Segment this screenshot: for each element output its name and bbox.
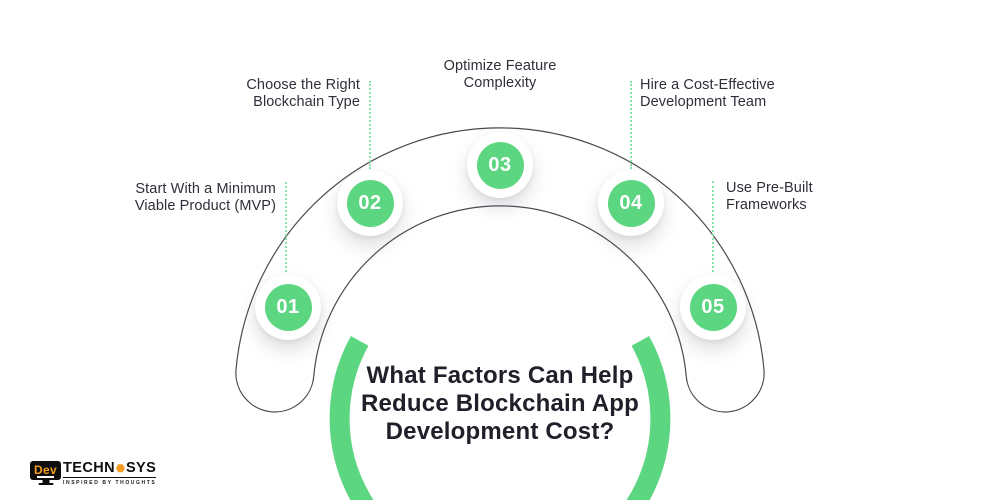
factor-label-01: Start With a Minimum Viable Product (MVP… bbox=[134, 181, 276, 214]
logo-wordmark: TECHN SYS INSPIRED BY THOUGHTS bbox=[63, 460, 157, 486]
question-ring-arc bbox=[329, 336, 671, 500]
logo-sys-text: SYS bbox=[125, 460, 157, 476]
gear-icon bbox=[115, 464, 125, 473]
logo-dev-underline bbox=[37, 476, 54, 478]
step-number-04: 04 bbox=[607, 179, 655, 227]
connector-line-04 bbox=[630, 81, 632, 169]
step-number-05: 05 bbox=[689, 283, 737, 331]
step-number-02: 02 bbox=[346, 179, 394, 227]
step-badge-03: 03 bbox=[467, 132, 533, 198]
monitor-stand bbox=[42, 480, 49, 483]
logo: Dev TECHN SYS INSPIRED BY THOUGHTS bbox=[30, 460, 157, 486]
step-number-01: 01 bbox=[264, 283, 312, 331]
step-badge-02: 02 bbox=[337, 170, 403, 236]
page-title: What Factors Can Help Reduce Blockchain … bbox=[360, 362, 640, 445]
factor-label-05: Use Pre-Built Frameworks bbox=[726, 180, 813, 213]
factor-label-04: Hire a Cost-Effective Development Team bbox=[640, 77, 775, 110]
logo-dev-text: Dev bbox=[34, 462, 57, 477]
connector-line-01 bbox=[285, 182, 287, 272]
logo-wordline: TECHN SYS bbox=[63, 460, 157, 478]
connector-line-05 bbox=[712, 181, 714, 272]
logo-tagline: INSPIRED BY THOUGHTS bbox=[63, 479, 157, 486]
step-badge-04: 04 bbox=[598, 170, 664, 236]
factor-label-03: Optimize Feature Complexity bbox=[443, 58, 557, 91]
monitor-base bbox=[38, 483, 53, 485]
logo-techn-text: TECHN bbox=[63, 460, 115, 476]
monitor-icon: Dev bbox=[30, 461, 61, 485]
step-badge-01: 01 bbox=[255, 274, 321, 340]
step-badge-05: 05 bbox=[680, 274, 746, 340]
factor-label-02: Choose the Right Blockchain Type bbox=[246, 77, 360, 110]
step-number-03: 03 bbox=[476, 141, 524, 189]
connector-line-02 bbox=[369, 81, 371, 169]
